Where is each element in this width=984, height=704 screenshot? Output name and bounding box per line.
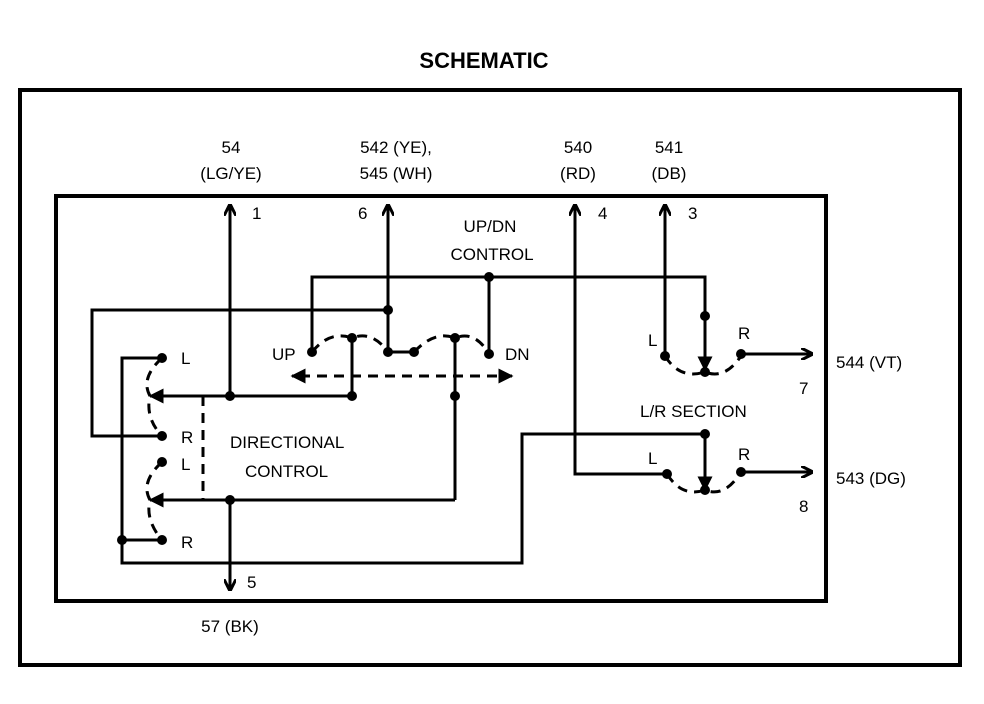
pivot-dot [450,333,460,343]
terminal-545-circuit: 545 (WH) [360,164,433,183]
terminal-57-label: 57 (BK) [201,617,259,636]
pin-3-label: 3 [688,204,697,223]
lr-lower-right-label: R [738,445,750,464]
junction-dot [700,311,710,321]
dir-right-label-1: R [181,428,193,447]
lr-right-contact-dot [736,349,746,359]
dir-left-label-1: L [181,349,190,368]
dir-return-wire [120,356,707,565]
pin-7-label: 7 [799,379,808,398]
terminal-542-circuit: 542 (YE), [360,138,432,157]
terminal-544-label: 544 (VT) [836,353,902,372]
terminal-541-color: (DB) [652,164,687,183]
junction-dots [117,272,746,545]
junction-dot [484,272,494,282]
lr-lower-left-label: L [648,449,657,468]
lr-right-contact-dot [736,467,746,477]
directional-section-label-2: CONTROL [245,462,328,481]
updn-section-label-1: UP/DN [464,217,517,236]
terminal-54-color: (LG/YE) [200,164,261,183]
switch-module-box [54,194,828,603]
left-loop-wire [90,308,388,438]
pin-1-label: 1 [252,204,261,223]
junction-dot [383,305,393,315]
dn-contact-label: DN [505,345,530,364]
dir-right-label-2: R [181,533,193,552]
lr-lower-arc [665,471,743,494]
terminal-54-circuit: 54 [222,138,241,157]
dir-right-contact-dot [157,431,167,441]
contact-dot [409,347,419,357]
lr-left-contact-dot [662,469,672,479]
pivot-dot [347,333,357,343]
junction-dot [225,391,235,401]
lr-upper-arc [663,355,743,376]
lr-upper-right-label: R [738,324,750,343]
lr-pivot-dot [700,485,710,495]
outer-frame [18,88,962,667]
diagram-title: SCHEMATIC [419,48,548,73]
dir-left-contact-dot [157,457,167,467]
dn-contact-dot [484,349,494,359]
junction-dot [700,429,710,439]
terminal-541-circuit: 541 [655,138,683,157]
lr-section-label: L/R SECTION [640,402,747,421]
dir-left-contact-dot [157,353,167,363]
dir-switch-arc-2 [145,460,164,541]
dir-right-contact-dot [157,535,167,545]
lr-left-contact-dot [660,351,670,361]
pin-8-label: 8 [799,497,808,516]
junction-dot [347,391,357,401]
updn-section-label-2: CONTROL [450,245,533,264]
updn-switch-arc-2 [412,334,491,355]
terminal-543-label: 543 (DG) [836,469,906,488]
contact-dot [383,347,393,357]
up-contact-label: UP [272,345,296,364]
junction-dot [225,495,235,505]
lr-upper-left-label: L [648,331,657,350]
terminal-540-color: (RD) [560,164,596,183]
up-contact-dot [307,347,317,357]
wire-terminal-4 [575,205,667,476]
dir-left-label-2: L [181,455,190,474]
pin-5-label: 5 [247,573,256,592]
directional-section-label-1: DIRECTIONAL [230,433,344,452]
terminal-540-circuit: 540 [564,138,592,157]
pin-6-label: 6 [358,204,367,223]
pin-4-label: 4 [598,204,607,223]
lr-pivot-dot [700,367,710,377]
junction-dot [117,535,127,545]
dir-switch-arc-1 [145,356,164,438]
junction-dot [450,391,460,401]
updn-switch-arc-1 [310,334,390,353]
